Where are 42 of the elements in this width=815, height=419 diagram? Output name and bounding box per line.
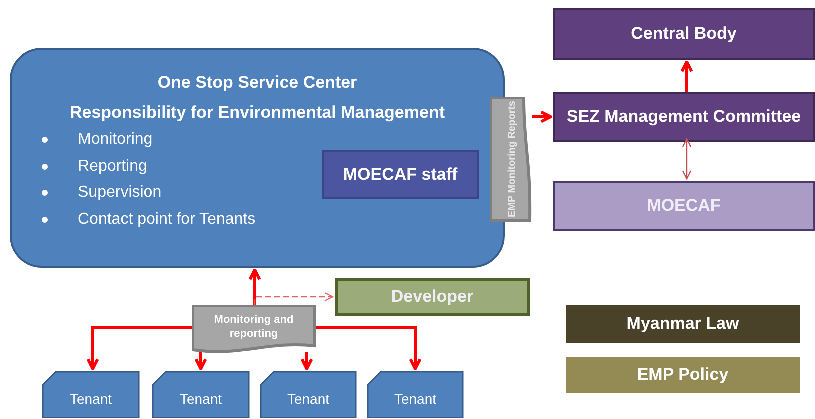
- heading: Responsibility for Environmental Management: [70, 102, 445, 124]
- node-label: SEZ Management Committee: [566, 107, 802, 127]
- arrow: [532, 110, 552, 124]
- list-item: Reporting: [78, 156, 148, 176]
- heading: One Stop Service Center: [158, 72, 358, 94]
- tenant-box: [42, 371, 140, 418]
- arrow: [254, 292, 334, 305]
- list-item: Supervision: [78, 183, 162, 203]
- node-label: Tenant: [287, 390, 330, 409]
- node-label: Central Body: [631, 24, 737, 44]
- document-shape: [192, 305, 316, 355]
- arrow: [316, 326, 422, 370]
- label-box: [335, 278, 530, 316]
- rounded-box: [10, 48, 505, 268]
- node-label: Tenant: [180, 390, 222, 409]
- list-item: Monitoring: [78, 130, 153, 150]
- label-box: [322, 150, 479, 199]
- document-shape: [490, 97, 532, 222]
- tenant-box: [260, 371, 357, 418]
- node-label: Monitoring and reporting: [213, 313, 295, 341]
- arrow: [86, 326, 192, 370]
- node-label: Tenant: [70, 390, 112, 409]
- tenant-box: [152, 371, 250, 418]
- node-label: MOECAF: [647, 196, 721, 216]
- node-label: Myanmar Law: [626, 314, 740, 334]
- node-label: EMP Policy: [637, 365, 729, 385]
- arrow: [194, 352, 208, 370]
- arrow: [680, 60, 694, 92]
- label-box: [553, 8, 815, 60]
- label-box: [566, 305, 800, 343]
- list-item: Contact point for Tenants: [78, 210, 256, 230]
- label-box: [566, 357, 800, 393]
- label-box: [553, 92, 815, 142]
- node-label: Developer: [391, 287, 474, 307]
- arrow: [248, 268, 262, 305]
- node-label: Tenant: [394, 390, 437, 409]
- node-label: MOECAF staff: [343, 164, 458, 184]
- tenant-box: [367, 371, 464, 418]
- label-box: [553, 181, 815, 231]
- node-label: EMP Monitoring Reports: [506, 101, 519, 218]
- arrow: [682, 138, 692, 180]
- arrow: [300, 352, 314, 370]
